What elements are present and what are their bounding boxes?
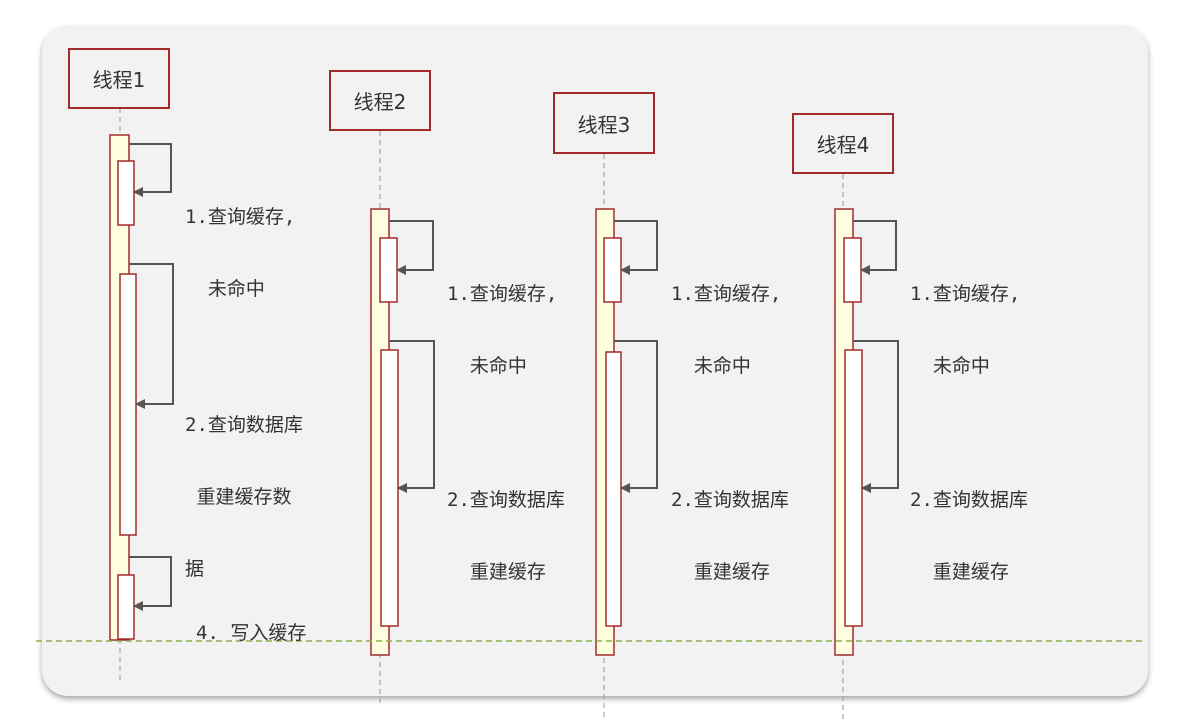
step-t4-cache-miss: 1.查询缓存, 未命中 <box>910 283 1021 377</box>
arrow-t2-cache-miss <box>389 220 434 275</box>
activation-t4-cache-miss <box>843 237 862 303</box>
arrow-t2-query-db <box>389 340 435 493</box>
thread-2-box: 线程2 <box>329 70 431 131</box>
activation-t3-cache-miss <box>603 237 622 303</box>
thread-3-label: 线程3 <box>577 112 631 137</box>
arrow-t4-query-db <box>853 340 899 493</box>
arrow-t1-query-db <box>129 263 174 409</box>
activation-t1-write-cache <box>117 574 135 640</box>
arrow-t1-write-cache <box>129 556 172 611</box>
thread-4-box: 线程4 <box>792 113 894 174</box>
step-t2-cache-miss: 1.查询缓存, 未命中 <box>447 283 558 377</box>
step-t1-cache-miss: 1.查询缓存, 未命中 <box>185 206 296 300</box>
step-t4-query-db: 2.查询数据库 重建缓存 <box>910 489 1028 583</box>
arrow-t1-cache-miss <box>129 143 172 197</box>
thread-2-label: 线程2 <box>353 90 407 114</box>
activation-t4-query-db <box>844 349 863 627</box>
arrow-t4-cache-miss <box>853 220 897 275</box>
step-t3-cache-miss: 1.查询缓存, 未命中 <box>671 283 782 377</box>
activation-t1-cache-miss <box>117 160 135 226</box>
activation-t2-query-db <box>380 349 399 627</box>
thread-1-label: 线程1 <box>92 68 146 92</box>
arrow-t3-query-db <box>614 340 658 493</box>
activation-t2-cache-miss <box>379 237 398 303</box>
arrow-t3-cache-miss <box>614 220 658 275</box>
step-t1-query-db: 2.查询数据库 重建缓存数 据 <box>185 414 303 580</box>
step-t3-query-db: 2.查询数据库 重建缓存 <box>671 489 789 583</box>
activation-t3-query-db <box>605 351 622 627</box>
thread-3-box: 线程3 <box>553 92 655 154</box>
step-t2-query-db: 2.查询数据库 重建缓存 <box>447 489 565 583</box>
activation-t1-query-db <box>119 273 137 536</box>
thread-1-box: 线程1 <box>68 48 170 109</box>
thread-4-label: 线程4 <box>816 133 870 157</box>
step-t1-write-cache: 4. 写入缓存 <box>196 622 307 644</box>
